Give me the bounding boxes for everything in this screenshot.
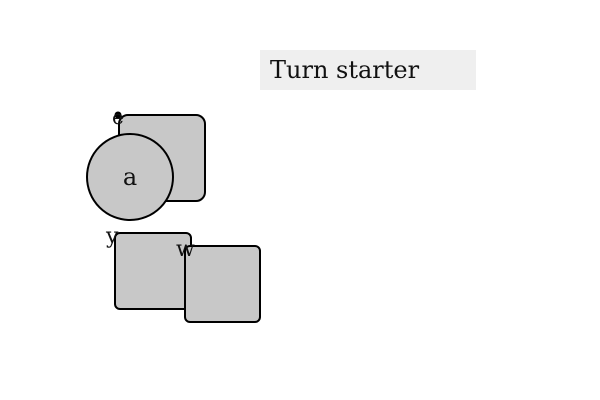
shape-e-label: e: [112, 105, 124, 129]
shape-a: a: [86, 133, 174, 221]
shape-a-body: [86, 133, 174, 221]
shape-y-label: y: [105, 224, 119, 249]
shape-w-label: w: [176, 237, 195, 262]
shape-w: w: [176, 237, 261, 323]
shape-w-body: [184, 245, 261, 323]
shape-a-label: a: [123, 163, 137, 191]
shape-e-marker: [114, 111, 122, 119]
shape-y: y: [105, 224, 192, 310]
title-label: Turn starter: [260, 50, 476, 90]
